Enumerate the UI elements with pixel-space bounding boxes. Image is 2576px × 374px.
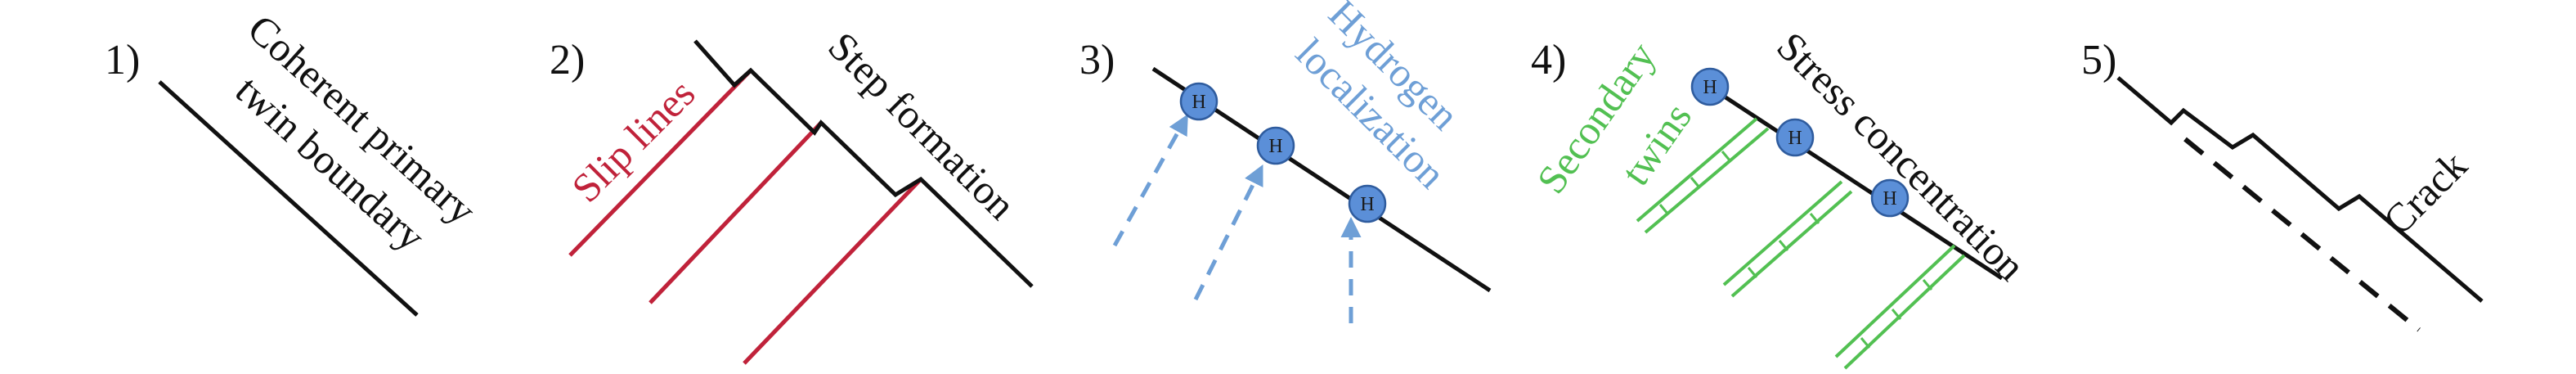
- secondary-twin-2: [1722, 180, 1853, 298]
- panel-4: 4): [1528, 23, 2035, 370]
- svg-text:H: H: [1883, 188, 1896, 210]
- panel-4-number: 4): [1531, 37, 1566, 83]
- hydrogen-atom-icon: H: [1690, 67, 1730, 106]
- hydrogen-atom-icon: H: [1179, 82, 1218, 121]
- panel-1: 1) Coherent primary twin boundary: [105, 6, 485, 317]
- hydrogen-atom-icon: H: [1775, 118, 1815, 157]
- hydrogen-atom-icon: H: [1870, 178, 1910, 218]
- dashed-arrow-icon: [1193, 164, 1263, 301]
- svg-text:H: H: [1360, 194, 1374, 215]
- stepped-twin-boundary: [693, 39, 1034, 288]
- panel-5: 5) Crack: [2081, 37, 2484, 332]
- secondary-twin-1: [1636, 117, 1770, 234]
- panel-2: 2) Slip lines Step formation: [550, 23, 1034, 365]
- slip-line-2: [648, 121, 823, 304]
- slip-line-1: [568, 69, 752, 257]
- hydrogen-atom-icon: H: [1256, 126, 1295, 165]
- primary-twin-boundary: [158, 80, 419, 317]
- crack-path: [2183, 137, 2421, 332]
- panel-2-number: 2): [550, 37, 585, 83]
- stress-concentration-label: Stress concentration: [1768, 23, 2034, 289]
- svg-text:H: H: [1788, 128, 1802, 149]
- panel-3-number: 3): [1079, 37, 1115, 83]
- svg-text:H: H: [1268, 136, 1282, 157]
- dashed-arrow-icon: [1112, 114, 1188, 247]
- svg-text:H: H: [1192, 92, 1205, 113]
- panel-3: 3) H H H Hydrogen localization: [1079, 0, 1492, 323]
- svg-text:H: H: [1703, 77, 1717, 98]
- slip-line-3: [743, 178, 922, 365]
- step-formation-label: Step formation: [819, 23, 1025, 228]
- secondary-twin-3: [1834, 244, 1966, 370]
- crack-label: Crack: [2374, 142, 2475, 244]
- twin-boundary-4: [1695, 76, 2004, 281]
- panel-1-number: 1): [105, 37, 140, 83]
- panel-5-number: 5): [2081, 37, 2116, 83]
- stepped-boundary-5: [2116, 76, 2484, 303]
- hydrogen-atom-icon: H: [1348, 184, 1387, 223]
